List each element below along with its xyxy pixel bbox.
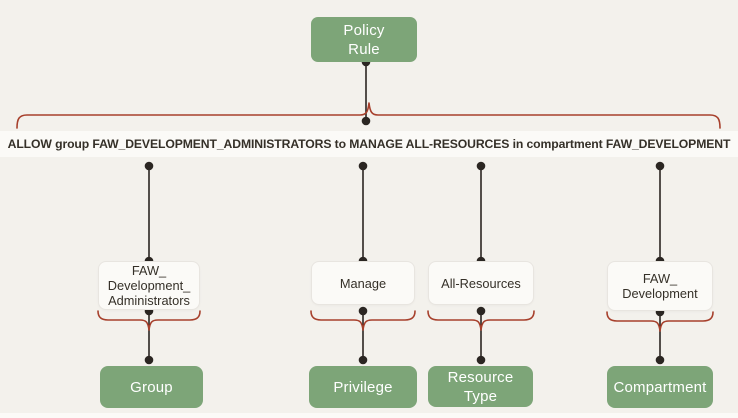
category-group-node: Group (100, 366, 203, 408)
token-underbrace (310, 310, 416, 331)
token-verb: Manage (311, 261, 415, 305)
category-privilege-node: Privilege (309, 366, 417, 408)
category-compartment-node: Compartment (607, 366, 713, 408)
connector-dot (361, 116, 371, 126)
statement-overbrace (16, 102, 721, 129)
connector-dot (358, 306, 368, 316)
token-resource: All-Resources (428, 261, 534, 305)
connector-dot (655, 161, 665, 171)
policy-statement-text: ALLOW group FAW_DEVELOPMENT_ADMINISTRATO… (7, 137, 731, 151)
connector-dot (476, 355, 486, 365)
category-resource-type-node: Resource Type (428, 366, 533, 407)
connector-dot (144, 355, 154, 365)
policy-rule-node: Policy Rule (311, 17, 417, 62)
connector-dot (358, 161, 368, 171)
token-underbrace (427, 310, 535, 331)
connector-dot (655, 355, 665, 365)
bottom-edge-strip (0, 413, 738, 418)
connector-dot (358, 355, 368, 365)
token-underbrace (606, 311, 714, 332)
token-underbrace (97, 310, 201, 331)
connector-dot (144, 161, 154, 171)
token-group-name: FAW_ Development_ Administrators (98, 261, 200, 310)
token-compartment-name: FAW_ Development (607, 261, 713, 311)
connector-dot (476, 306, 486, 316)
connector-dot (476, 161, 486, 171)
policy-statement-strip: ALLOW group FAW_DEVELOPMENT_ADMINISTRATO… (0, 131, 738, 157)
